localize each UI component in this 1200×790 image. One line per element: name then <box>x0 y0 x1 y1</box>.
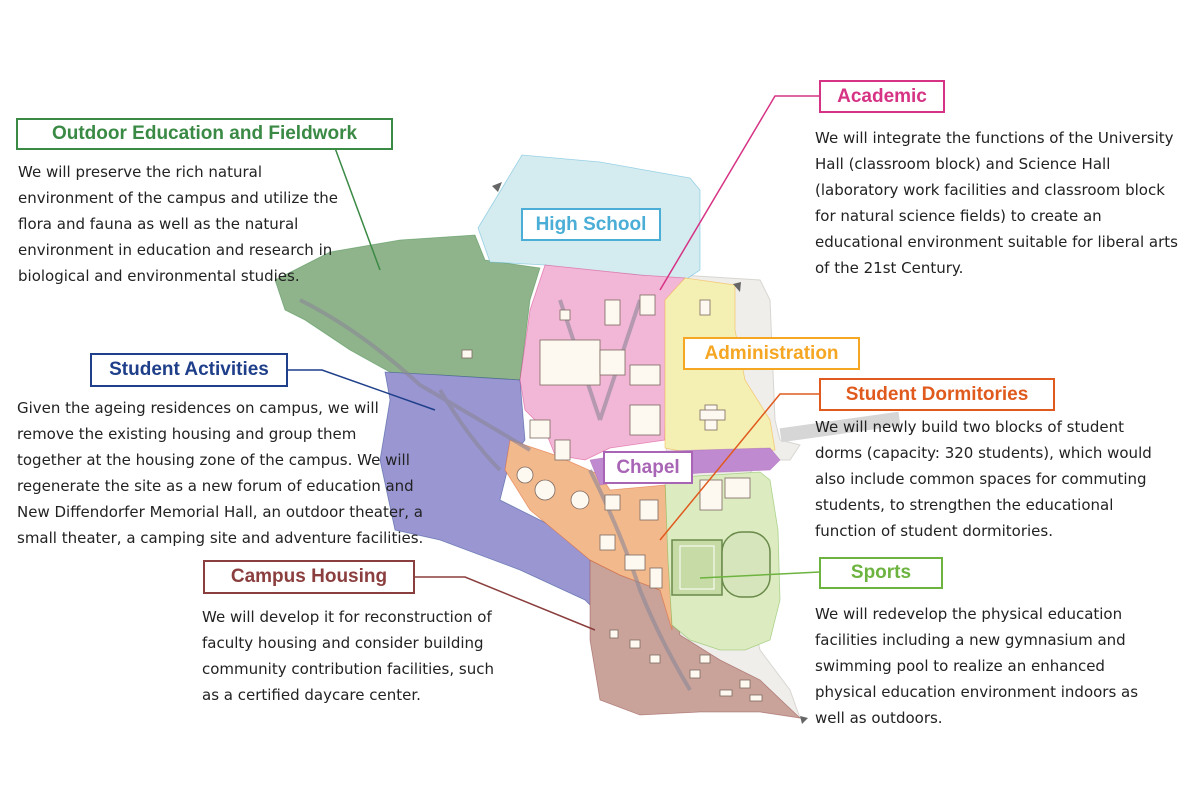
outdoor-zone-title: Outdoor Education and Fieldwork <box>16 118 393 150</box>
chapel-zone-title: Chapel <box>603 451 693 484</box>
highschool-zone-title: High School <box>521 208 661 241</box>
dormitories-zone-description: We will newly build two blocks of studen… <box>815 418 1152 540</box>
buildings <box>461 294 763 702</box>
arrow-marker-icon <box>800 716 808 724</box>
activities-zone-description: Given the ageing residences on campus, w… <box>17 399 424 547</box>
housing-zone-title: Campus Housing <box>203 560 415 594</box>
sports-zone-title: Sports <box>819 557 943 589</box>
outdoor-zone-area <box>274 234 541 381</box>
arrow-marker-icon <box>492 182 502 192</box>
arrow-marker-icon <box>733 282 741 292</box>
academic-zone-title: Academic <box>819 80 945 113</box>
grey-road <box>779 411 901 443</box>
sports-zone-description: We will redevelop the physical education… <box>815 605 1139 727</box>
outdoor-zone-description: We will preserve the rich natural enviro… <box>18 163 338 285</box>
administration-zone-title: Administration <box>683 337 860 370</box>
sports-fields <box>671 531 771 598</box>
dormitories-zone-title: Student Dormitories <box>819 378 1055 411</box>
housing-zone-description: We will develop it for reconstruction of… <box>202 608 494 704</box>
leader-lines <box>288 95 821 631</box>
academic-zone-description: We will integrate the functions of the U… <box>815 129 1178 277</box>
arrow-markers <box>492 182 808 724</box>
activities-zone-title: Student Activities <box>90 353 288 387</box>
